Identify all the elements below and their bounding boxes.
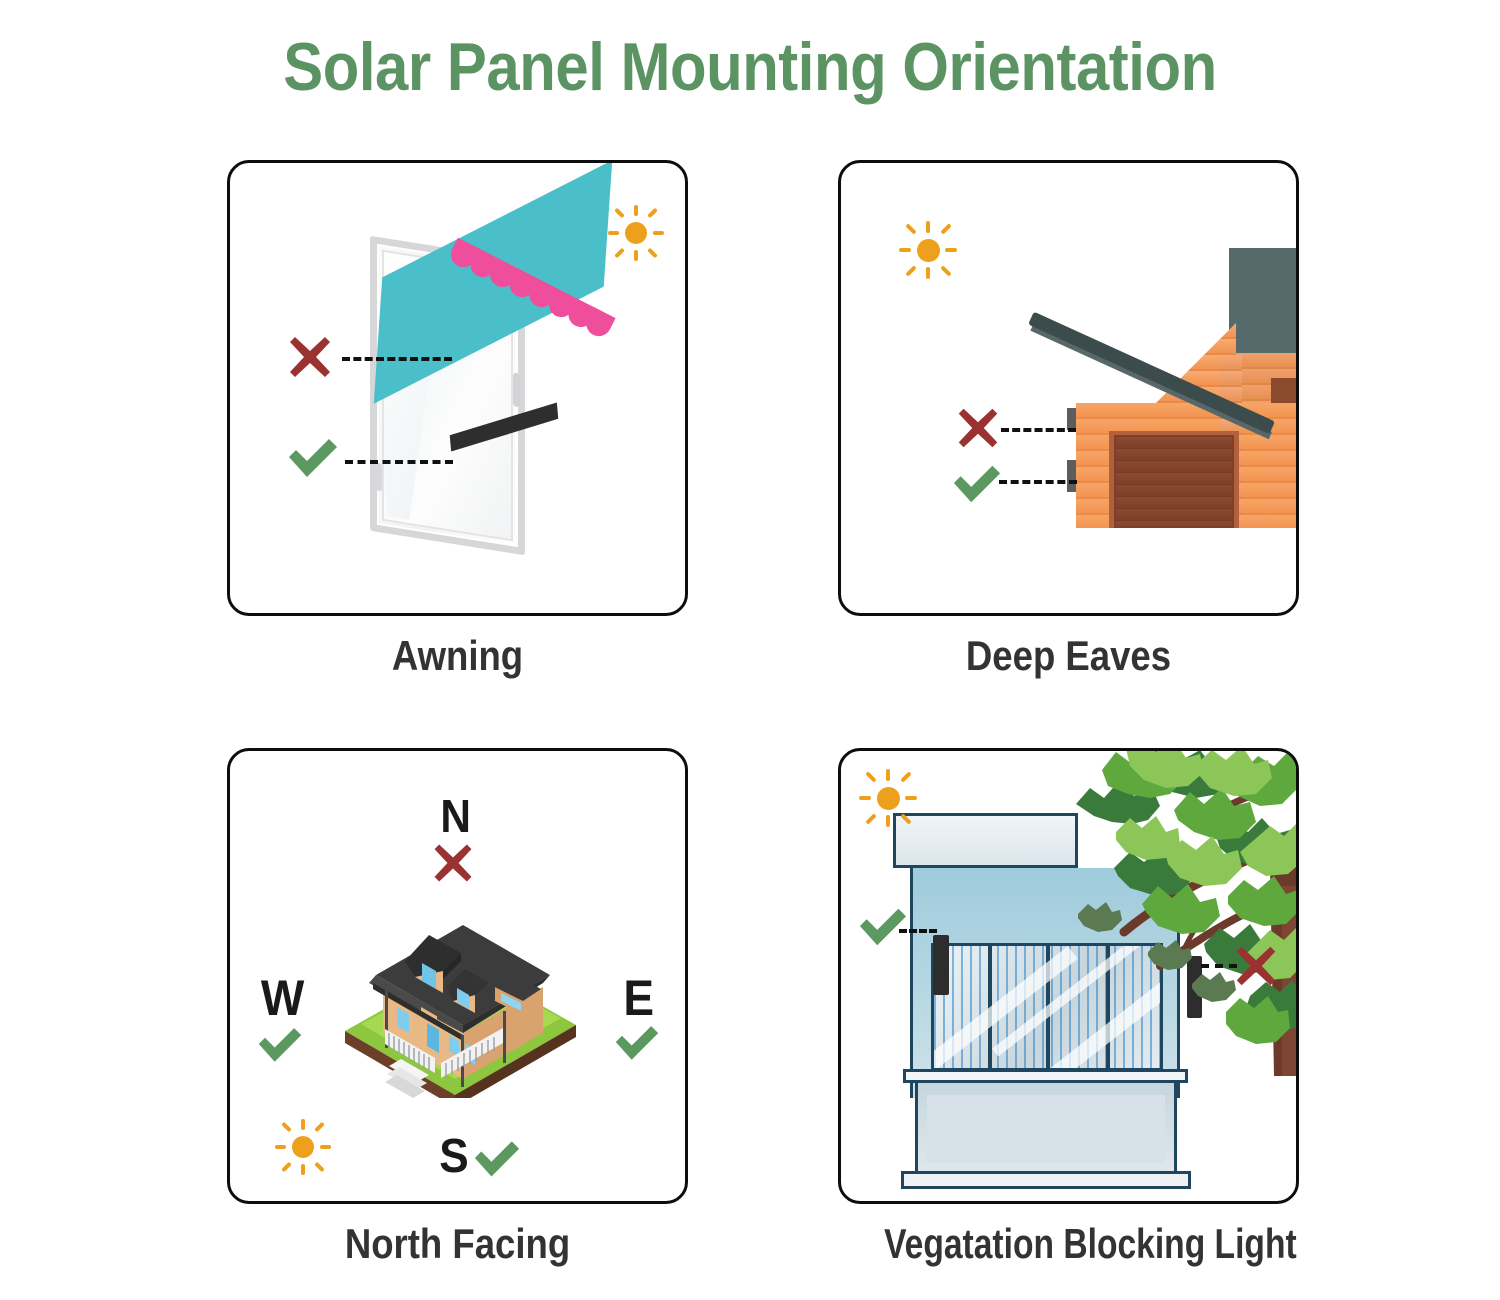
- compass-label-s: S: [439, 1130, 469, 1183]
- sun-icon: [608, 205, 664, 261]
- leader-line-bad: [1001, 428, 1076, 432]
- card-awning[interactable]: Awning: [227, 160, 688, 680]
- sun-icon: [275, 1119, 331, 1175]
- sun-icon: [899, 221, 957, 279]
- check-icon: [949, 458, 1005, 508]
- wall-marker-upper: [1067, 408, 1076, 430]
- balcony-rail-top: [903, 1069, 1188, 1083]
- leader-line-good: [345, 460, 453, 464]
- card-vegetation[interactable]: Vegatation Blocking Light: [838, 748, 1299, 1268]
- vegetation-illustration: [841, 751, 1296, 1201]
- garage-door-icon: [1114, 435, 1234, 528]
- cabin-upper-block: [1229, 248, 1296, 368]
- check-icon: [855, 901, 911, 951]
- deep-eaves-illustration: [841, 163, 1296, 613]
- card-deep-eaves-frame: [838, 160, 1299, 616]
- window-handle-icon: [513, 372, 520, 408]
- awning-illustration: [230, 163, 685, 613]
- leader-line-bad: [1201, 964, 1237, 968]
- balcony-base: [901, 1171, 1191, 1189]
- check-icon: [611, 1019, 663, 1065]
- tree-icon: [1056, 751, 1296, 1081]
- compass-label-n: N: [440, 790, 471, 842]
- card-label-awning: Awning: [391, 632, 524, 679]
- check-icon: [284, 431, 342, 483]
- card-awning-frame: [227, 160, 688, 616]
- sun-icon: [859, 769, 917, 827]
- cross-icon: [284, 331, 336, 383]
- cross-icon: [953, 403, 1003, 453]
- balcony-glass-panels: [931, 943, 1163, 1071]
- balcony-canopy: [893, 813, 1078, 868]
- solar-mount-left: [933, 935, 949, 995]
- north-facing-illustration: N W E: [230, 751, 685, 1201]
- leader-line-good: [999, 480, 1077, 484]
- compass-label-w: W: [260, 970, 305, 1026]
- check-icon: [254, 1021, 306, 1067]
- wall-marker-lower: [1067, 460, 1076, 492]
- house-icon: [343, 883, 578, 1107]
- card-north-facing-frame: N W E: [227, 748, 688, 1204]
- card-grid: Awning: [0, 160, 1500, 1300]
- card-deep-eaves[interactable]: Deep Eaves: [838, 160, 1299, 680]
- window-hinge-icon: [376, 462, 382, 492]
- page-title: Solar Panel Mounting Orientation: [283, 29, 1217, 105]
- check-icon: [470, 1134, 524, 1182]
- compass-label-e: E: [623, 970, 655, 1026]
- card-vegetation-frame: [838, 748, 1299, 1204]
- card-label-vegetation: Vegatation Blocking Light: [884, 1220, 1297, 1267]
- card-label-north-facing: North Facing: [344, 1220, 571, 1267]
- leader-line-good: [899, 929, 937, 933]
- card-north-facing[interactable]: N W E: [227, 748, 688, 1268]
- leader-line-bad: [342, 357, 452, 361]
- balcony-front-inset: [927, 1095, 1165, 1163]
- cross-icon: [1231, 941, 1281, 991]
- card-label-deep-eaves: Deep Eaves: [965, 632, 1172, 679]
- cross-icon: [429, 839, 477, 887]
